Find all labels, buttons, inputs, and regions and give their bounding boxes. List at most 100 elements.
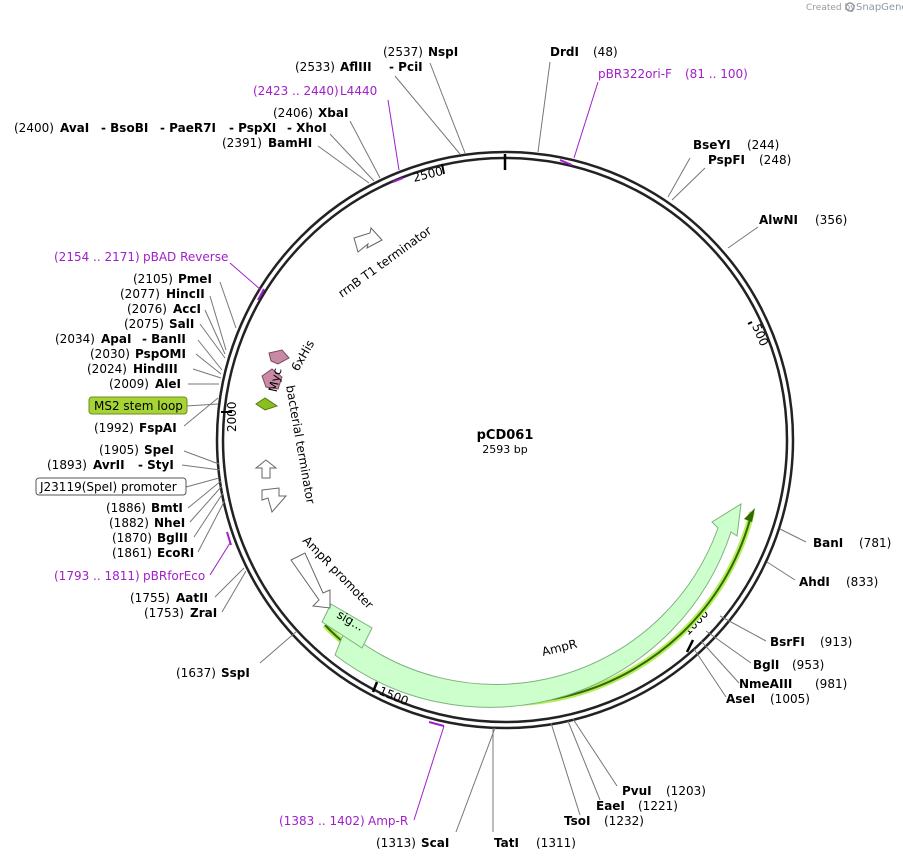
ms2-label: MS2 stem loop	[94, 399, 183, 413]
leader-hindiii	[192, 368, 222, 379]
site-nspi: NspI	[428, 45, 458, 59]
site-bglii: BglII	[157, 531, 188, 545]
leader-hincii	[209, 295, 227, 351]
site-bmti-pos: (1886)	[106, 501, 146, 515]
site-bsrfi-pos: (913)	[820, 635, 852, 649]
primer-pbad-range: (2154 .. 2171)	[54, 250, 140, 264]
site-xhoi: - XhoI	[287, 121, 327, 135]
site-afliii-pos: (2533)	[295, 60, 335, 74]
primer-pbr322ori-range: (81 .. 100)	[685, 67, 748, 81]
site-nhei: NheI	[154, 516, 185, 530]
site-spei-pos: (1905)	[99, 443, 139, 457]
tick-label-500: 500	[749, 322, 771, 349]
leader-afliii	[394, 75, 461, 155]
site-bglii-pos: (1870)	[112, 531, 152, 545]
site-tsoi-pos: (1232)	[604, 814, 644, 828]
site-scai-pos: (1313)	[376, 836, 416, 850]
site-ahdi: AhdI	[799, 575, 830, 589]
site-apai: ApaI	[101, 332, 131, 346]
leader-bani	[779, 528, 807, 543]
leader-ahdi	[766, 561, 796, 581]
leader-scai	[455, 727, 496, 833]
site-pcii: - PciI	[389, 60, 423, 74]
site-sspi: SspI	[221, 666, 250, 680]
leader-pbr322ori	[573, 81, 599, 159]
primer-pbrforeco-name: pBRforEco	[143, 569, 205, 583]
site-drdi-pos: (48)	[593, 45, 618, 59]
site-sali: SalI	[169, 317, 194, 331]
ampr-arrow	[334, 503, 742, 708]
site-bani: BanI	[813, 536, 843, 550]
site-tati-pos: (1311)	[536, 836, 576, 850]
site-tati: TatI	[494, 836, 519, 850]
tick-1000	[685, 639, 695, 653]
site-xbai-pos: (2406)	[273, 106, 313, 120]
primer-mark-pbr322ori	[559, 159, 573, 166]
leader-fspai	[183, 397, 219, 427]
leader-eaei	[567, 720, 601, 801]
site-pmei-pos: (2105)	[133, 272, 173, 286]
site-hindiii-pos: (2024)	[87, 362, 127, 376]
site-bsrfi: BsrFI	[770, 635, 805, 649]
leader-nhei	[189, 485, 223, 523]
site-spei: SpeI	[144, 443, 174, 457]
leader-alwni	[727, 226, 759, 249]
site-sali-pos: (2075)	[124, 317, 164, 331]
terminator-arrow-1	[254, 459, 278, 479]
myc-arrow	[261, 368, 283, 390]
primer-pbad-name: pBAD Reverse	[143, 250, 228, 264]
site-bamhi: BamHI	[268, 136, 312, 150]
site-asei-pos: (1005)	[770, 692, 810, 706]
site-bseyi: BseYI	[693, 138, 731, 152]
site-ecori: EcoRI	[157, 546, 194, 560]
leader-pvui	[572, 718, 618, 787]
site-hindiii: HindIII	[133, 362, 178, 376]
site-bgli: BglI	[753, 658, 779, 672]
leader-j23119	[185, 477, 220, 488]
leader-bgli	[705, 630, 752, 664]
leader-bmti	[187, 480, 222, 509]
site-styi: - StyI	[138, 458, 174, 472]
leader-ampr-primer	[413, 725, 445, 821]
site-zrai: ZraI	[190, 606, 217, 620]
snapgene-logo-icon	[845, 2, 855, 12]
site-eaei: EaeI	[596, 799, 625, 813]
site-sspi-pos: (1637)	[176, 666, 216, 680]
site-aatii-pos: (1755)	[130, 591, 170, 605]
primer-marks	[226, 159, 573, 727]
ms2-arrow	[255, 397, 279, 411]
leader-xbai	[349, 120, 381, 179]
site-bani-pos: (781)	[859, 536, 891, 550]
tick-1500	[371, 681, 379, 693]
ampr-promoter-arrow	[290, 552, 331, 609]
leader-bamhi	[317, 145, 370, 184]
tick-marks	[221, 163, 753, 693]
site-avrii: AvrII	[93, 458, 125, 472]
leader-aatii	[214, 567, 245, 598]
site-bsobi: - BsoBI	[101, 121, 148, 135]
site-fspai: FspAI	[139, 421, 177, 435]
credit-text: Created by	[806, 3, 856, 13]
site-apai-pos: (2034)	[55, 332, 95, 346]
backbone-outer	[215, 150, 795, 730]
leader-pspomi	[195, 353, 222, 375]
leader-pbad	[229, 262, 262, 291]
site-bseyi-pos: (244)	[747, 138, 779, 152]
rrnb-arrow	[353, 226, 383, 253]
site-zrai-pos: (1753)	[144, 606, 184, 620]
site-acci: AccI	[173, 302, 201, 316]
site-alei-pos: (2009)	[109, 377, 149, 391]
j23119-label: J23119(SpeI) promoter	[39, 480, 177, 494]
site-alwni-pos: (356)	[815, 213, 847, 227]
site-hincii: HincII	[166, 287, 205, 301]
site-aatii: AatII	[176, 591, 208, 605]
plasmid-length: 2593 bp	[482, 443, 527, 456]
leader-lines	[181, 61, 807, 833]
site-paer7i: - PaeR7I	[160, 121, 216, 135]
leader-drdi	[537, 61, 551, 153]
sig-arrow	[321, 603, 373, 649]
site-pvui: PvuI	[622, 784, 652, 798]
primer-mark-pbrforeco	[226, 531, 232, 546]
ampr-label: AmpR	[540, 637, 578, 659]
